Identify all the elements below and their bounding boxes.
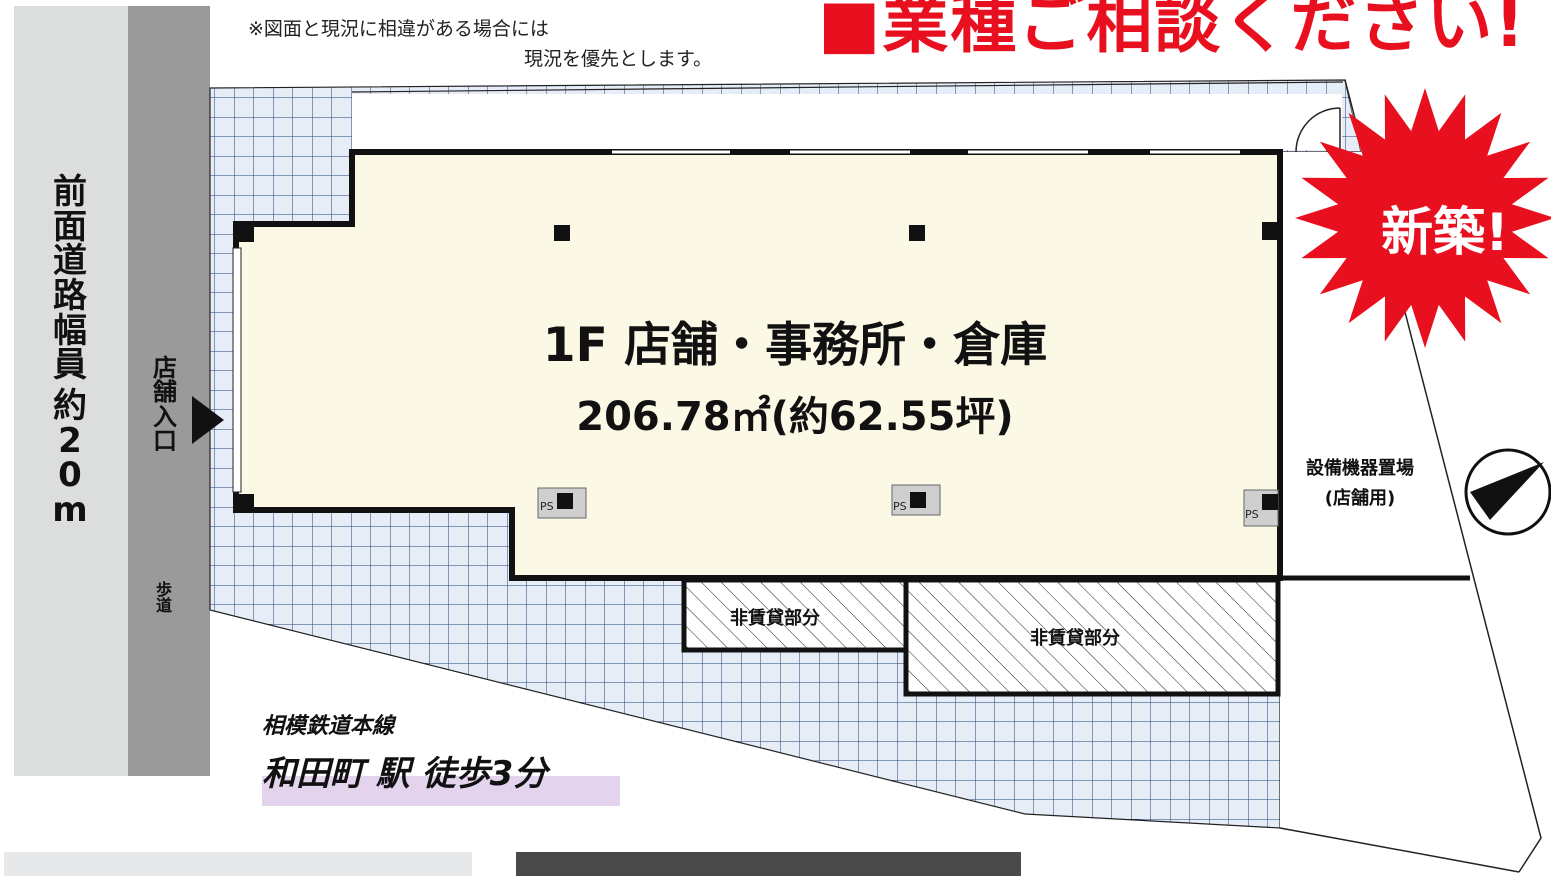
sidewalk-label: 歩道	[155, 580, 172, 616]
non-rental-label-2: 非賃貸部分	[1030, 628, 1120, 649]
unit-floor	[233, 149, 1283, 581]
lot-boundary-bottom	[1279, 827, 1520, 873]
station-highlight	[262, 776, 620, 806]
door-swing	[1295, 107, 1341, 153]
equipment-label: 設備機器置場	[1306, 458, 1414, 479]
non-rental-label-1: 非賃貸部分	[730, 608, 820, 629]
ps-label-2: PS	[893, 500, 907, 513]
station-access: 和田町 駅 徒歩3分	[262, 754, 548, 794]
sidewalk-area	[128, 6, 210, 776]
photo-right	[516, 852, 1021, 876]
north-arrow-icon	[1464, 448, 1551, 536]
road-area	[14, 6, 132, 776]
railway-line: 相模鉄道本線	[262, 714, 395, 739]
equipment-sublabel: (店舗用)	[1324, 488, 1396, 509]
non-rental-area-2	[903, 577, 1281, 697]
ps-label-1: PS	[540, 500, 554, 513]
unit-area: 206.78㎡(約62.55坪)	[576, 394, 1014, 440]
new-build-badge: 新築!	[1381, 203, 1509, 263]
entrance-glazing	[232, 247, 242, 493]
lot-boundary-right	[1344, 79, 1542, 873]
ps-label-3: PS	[1245, 508, 1259, 521]
disclaimer-line-1: ※図面と現況に相違がある場合には	[248, 18, 549, 40]
top-white-strip	[352, 94, 1342, 150]
entrance-label: 店舗入口	[153, 354, 177, 456]
new-build-starburst	[1295, 88, 1551, 348]
entrance-arrow-icon	[192, 396, 224, 444]
headline: ■業種ご相談ください!	[817, 0, 1527, 63]
photo-left	[4, 852, 472, 876]
disclaimer-line-2: 現況を優先とします。	[524, 48, 713, 70]
unit-title: 1F 店舗・事務所・倉庫	[542, 318, 1048, 373]
